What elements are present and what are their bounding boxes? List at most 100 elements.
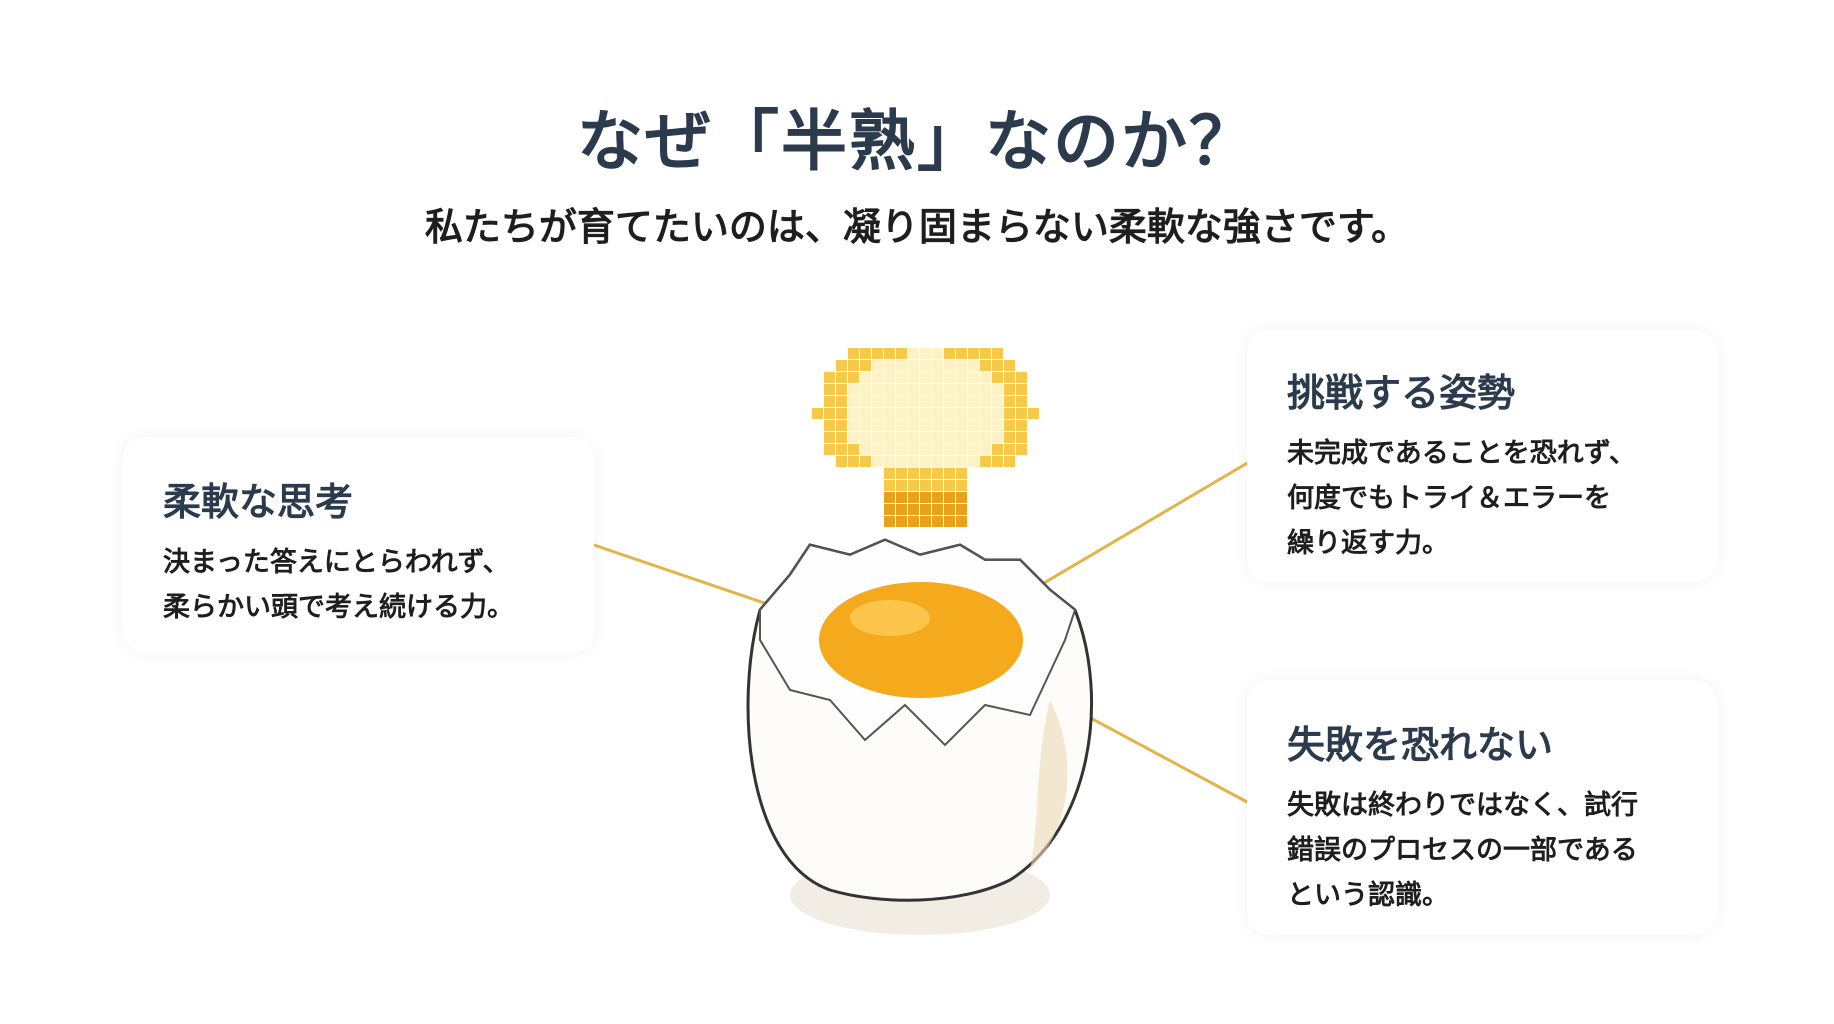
bulb-pixel xyxy=(920,480,931,491)
bulb-pixel xyxy=(932,504,943,515)
bulb-pixel xyxy=(932,348,943,359)
bulb-pixel xyxy=(824,432,835,443)
egg-yolk-highlight xyxy=(850,600,930,636)
bulb-pixel xyxy=(884,348,895,359)
bulb-pixel xyxy=(1004,432,1015,443)
page-subtitle: 私たちが育てたいのは、凝り固まらない柔軟な強さです。 xyxy=(424,205,1410,249)
bulb-pixel xyxy=(920,348,931,359)
bulb-pixel xyxy=(992,360,1003,371)
bulb-pixel xyxy=(896,456,907,467)
bulb-pixel xyxy=(920,360,931,371)
bulb-pixel xyxy=(824,384,835,395)
bulb-pixel xyxy=(896,348,907,359)
bulb-pixel xyxy=(1016,384,1027,395)
bulb-pixel xyxy=(968,456,979,467)
bulb-pixel xyxy=(848,408,859,419)
bulb-pixel xyxy=(944,408,955,419)
bulb-pixel xyxy=(1016,372,1027,383)
bulb-pixel xyxy=(824,372,835,383)
bulb-pixel xyxy=(932,444,943,455)
bulb-pixel xyxy=(836,444,847,455)
bulb-pixel xyxy=(956,396,967,407)
bulb-pixel xyxy=(980,444,991,455)
bulb-pixel xyxy=(932,384,943,395)
bulb-pixel xyxy=(860,444,871,455)
bulb-pixel xyxy=(956,348,967,359)
bulb-pixel xyxy=(824,444,835,455)
bulb-pixel xyxy=(908,516,919,527)
bulb-pixel xyxy=(920,492,931,503)
bulb-pixel xyxy=(836,360,847,371)
bulb-pixel xyxy=(956,504,967,515)
bulb-pixel xyxy=(956,444,967,455)
bulb-pixel xyxy=(932,372,943,383)
bulb-pixel xyxy=(896,468,907,479)
bulb-pixel xyxy=(1004,408,1015,419)
bulb-pixel xyxy=(920,456,931,467)
bulb-pixel xyxy=(956,420,967,431)
card-flexible-thinking: 柔軟な思考 決まった答えにとらわれず、 柔らかい頭で考え続ける力。 xyxy=(123,437,594,653)
bulb-pixel xyxy=(884,516,895,527)
bulb-pixel xyxy=(920,516,931,527)
bulb-pixel xyxy=(992,372,1003,383)
bulb-pixel xyxy=(836,384,847,395)
bulb-pixel xyxy=(848,420,859,431)
bulb-pixel xyxy=(884,468,895,479)
bulb-pixel xyxy=(944,396,955,407)
bulb-pixel xyxy=(956,480,967,491)
bulb-pixel xyxy=(992,348,1003,359)
bulb-pixel xyxy=(956,492,967,503)
bulb-pixel xyxy=(860,348,871,359)
bulb-pixel xyxy=(980,408,991,419)
bulb-pixel xyxy=(872,420,883,431)
bulb-pixel xyxy=(860,432,871,443)
bulb-pixel xyxy=(944,456,955,467)
bulb-pixel xyxy=(884,420,895,431)
bulb-pixel xyxy=(872,372,883,383)
bulb-pixel xyxy=(944,480,955,491)
bulb-pixel xyxy=(872,384,883,395)
card-challenge: 挑戦する姿勢 未完成であることを恐れず、 何度でもトライ＆エラーを 繰り返す力。 xyxy=(1247,330,1717,582)
bulb-pixel xyxy=(872,444,883,455)
bulb-pixel xyxy=(848,444,859,455)
bulb-pixel xyxy=(860,420,871,431)
bulb-pixel xyxy=(896,432,907,443)
bulb-pixel xyxy=(908,456,919,467)
bulb-pixel xyxy=(932,456,943,467)
card-title: 柔軟な思考 xyxy=(163,480,354,524)
bulb-pixel xyxy=(884,360,895,371)
bulb-pixel xyxy=(896,408,907,419)
bulb-pixel xyxy=(908,468,919,479)
bulb-pixel xyxy=(884,396,895,407)
bulb-pixel xyxy=(944,444,955,455)
bulb-pixel xyxy=(956,432,967,443)
bulb-pixel xyxy=(956,516,967,527)
bulb-pixel xyxy=(896,396,907,407)
bulb-pixel xyxy=(920,444,931,455)
bulb-pixel xyxy=(884,444,895,455)
bulb-pixel xyxy=(968,444,979,455)
bulb-pixel xyxy=(968,360,979,371)
bulb-pixel xyxy=(980,456,991,467)
bulb-pixel xyxy=(872,348,883,359)
card-body: 未完成であることを恐れず、 何度でもトライ＆エラーを 繰り返す力。 xyxy=(1287,438,1636,559)
bulb-pixel xyxy=(824,396,835,407)
bulb-pixel xyxy=(956,408,967,419)
bulb-pixel xyxy=(836,396,847,407)
bulb-pixel xyxy=(992,456,1003,467)
bulb-pixel xyxy=(992,408,1003,419)
bulb-pixel xyxy=(944,504,955,515)
bulb-pixel xyxy=(848,456,859,467)
page-title: なぜ「半熟」なのか？ xyxy=(577,102,1257,180)
bulb-pixel xyxy=(1004,384,1015,395)
card-body: 失敗は終わりではなく、試行 錯誤のプロセスの一部である という認識。 xyxy=(1287,790,1638,911)
card-title: 挑戦する姿勢 xyxy=(1287,371,1516,415)
bulb-pixel xyxy=(980,372,991,383)
bulb-pixel xyxy=(980,360,991,371)
bulb-pixel xyxy=(896,360,907,371)
bulb-pixel xyxy=(848,360,859,371)
bulb-pixel xyxy=(956,360,967,371)
connector-line-challenge xyxy=(1004,460,1250,608)
bulb-pixel xyxy=(1004,444,1015,455)
bulb-pixel xyxy=(872,408,883,419)
